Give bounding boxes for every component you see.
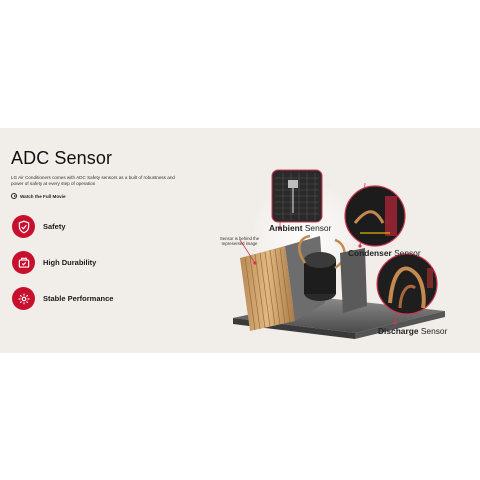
feature-safety: Safety: [12, 215, 66, 238]
air-conditioner-illustration: Sensor is behind the represented image A…: [195, 128, 480, 353]
discharge-sensor-label: Discharge Sensor: [378, 326, 448, 336]
watch-label: Watch the Full Movie: [20, 193, 66, 199]
watch-full-movie-link[interactable]: Watch the Full Movie: [11, 193, 66, 199]
ac-unit-image: [233, 169, 445, 339]
page-title: ADC Sensor: [11, 148, 113, 168]
description: LG Air Conditioners comes with ADC Safet…: [11, 175, 175, 186]
stable-performance-icon: [12, 287, 35, 310]
feature-label: Safety: [43, 222, 66, 231]
sensor-note: Sensor is behind the represented image: [219, 236, 260, 247]
play-icon: [11, 193, 17, 199]
shield-check-icon: [12, 215, 35, 238]
feature-label: High Durability: [43, 258, 97, 267]
condenser-sensor-label: Condenser Sensor: [348, 248, 421, 258]
ambient-sensor-label: Ambient Sensor: [269, 223, 332, 233]
feature-stable-performance: Stable Performance: [12, 287, 113, 310]
ambient-sensor-inset: [271, 169, 323, 223]
feature-high-durability: High Durability: [12, 251, 96, 274]
condenser-sensor-inset: [344, 185, 406, 247]
adc-sensor-banner: ADC Sensor LG Air Conditioners comes wit…: [0, 128, 480, 353]
feature-label: Stable Performance: [43, 294, 114, 303]
discharge-sensor-inset: [376, 253, 438, 315]
durability-icon: [12, 251, 35, 274]
